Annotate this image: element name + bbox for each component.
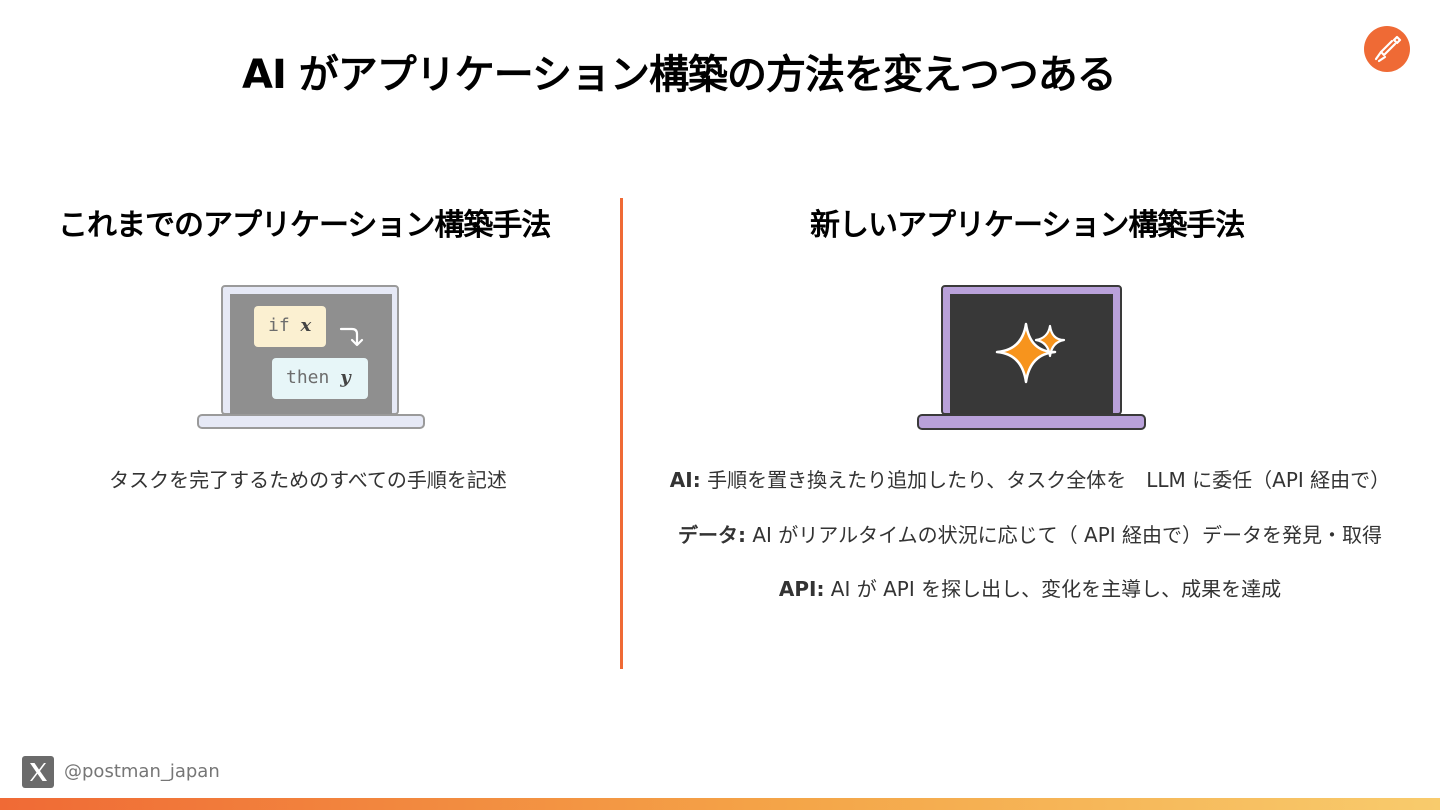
bullet-text: AI が API を探し出し、変化を主導し、成果を達成 xyxy=(824,577,1282,601)
postman-logo-icon xyxy=(1364,26,1410,72)
code-then-variable: y xyxy=(340,367,351,388)
laptop-base xyxy=(917,414,1146,430)
traditional-laptop-illustration: if x then y xyxy=(196,284,428,432)
bullet-ai: AI: 手順を置き換えたり追加したり、タスク全体を LLM に委任（API 経由… xyxy=(640,466,1420,494)
column-divider xyxy=(620,198,623,669)
code-if-keyword: if xyxy=(268,315,290,336)
bullet-data: データ: AI がリアルタイムの状況に応じて（ API 経由で）データを発見・取… xyxy=(640,521,1420,549)
right-column-heading: 新しいアプリケーション構築手法 xyxy=(810,208,1245,243)
bullet-label: データ: xyxy=(677,523,746,547)
code-if-block: if x xyxy=(254,306,326,347)
bullet-api: API: AI が API を探し出し、変化を主導し、成果を達成 xyxy=(640,575,1420,603)
code-then-keyword: then xyxy=(286,367,330,388)
traditional-description: タスクを完了するためのすべての手順を記述 xyxy=(109,468,507,492)
code-then-block: then y xyxy=(272,358,368,399)
bullet-text: 手順を置き換えたり追加したり、タスク全体を LLM に委任（API 経由で） xyxy=(700,468,1391,492)
ai-sparkle-icon xyxy=(995,322,1066,384)
bullet-label: AI: xyxy=(669,468,701,492)
bullet-label: API: xyxy=(778,577,825,601)
code-if-variable: x xyxy=(300,315,312,336)
slide-title: AI がアプリケーション構築の方法を変えつつある xyxy=(242,52,1117,98)
bottom-gradient-bar xyxy=(0,798,1440,810)
laptop-base xyxy=(197,414,425,429)
left-column-heading: これまでのアプリケーション構築手法 xyxy=(58,208,551,243)
ai-laptop-illustration xyxy=(916,284,1148,432)
social-handle[interactable]: @postman_japan xyxy=(64,761,220,782)
bullet-text: AI がリアルタイムの状況に応じて（ API 経由で）データを発見・取得 xyxy=(745,523,1383,547)
turn-down-arrow-icon xyxy=(339,327,364,347)
x-logo-icon[interactable] xyxy=(22,756,54,788)
